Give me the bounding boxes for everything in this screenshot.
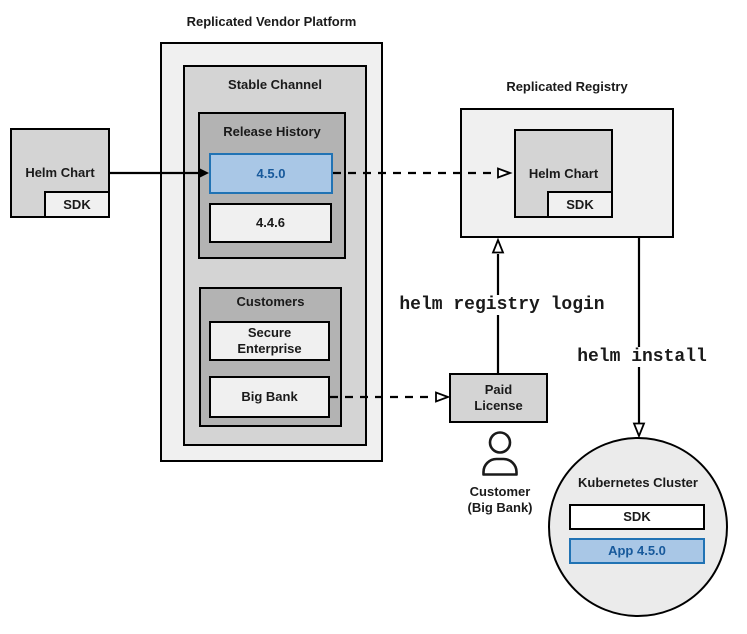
- paid-license-label: Paid License: [474, 382, 523, 413]
- source-sdk-box: SDK: [44, 191, 110, 218]
- open-arrowhead-release-to-registry: [497, 167, 513, 179]
- open-arrowhead-registry-to-cluster: [632, 422, 646, 439]
- customer-big-bank-box: Big Bank: [209, 376, 330, 418]
- customer-org: (Big Bank): [467, 500, 533, 515]
- open-arrowhead-license-to-registry: [491, 237, 505, 254]
- release-4-5-0-box: 4.5.0: [209, 153, 333, 194]
- stable-channel-title: Stable Channel: [228, 77, 322, 92]
- cluster-app-box: App 4.5.0: [569, 538, 705, 564]
- customers-title: Customers: [236, 294, 305, 309]
- release-history-title: Release History: [223, 124, 321, 139]
- arrowhead-source-to-release: [199, 168, 209, 178]
- helm-install-label: helm install: [572, 347, 712, 367]
- cluster-sdk-box: SDK: [569, 504, 705, 530]
- customer-caption: Customer (Big Bank): [445, 484, 555, 516]
- registry-sdk-box: SDK: [547, 191, 613, 218]
- platform-title: Replicated Vendor Platform: [186, 14, 357, 29]
- open-arrowhead-bigbank-to-license: [435, 391, 451, 403]
- registry-title: Replicated Registry: [506, 79, 628, 94]
- release-4-4-6-box: 4.4.6: [209, 203, 332, 243]
- customer-secure-enterprise-label: Secure Enterprise: [237, 325, 302, 356]
- customer-secure-enterprise-box: Secure Enterprise: [209, 321, 330, 361]
- kubernetes-cluster-title: Kubernetes Cluster: [578, 475, 698, 490]
- paid-license-box: Paid License: [449, 373, 548, 423]
- helm-registry-login-label: helm registry login: [397, 295, 607, 315]
- customer-name: Customer: [469, 484, 531, 499]
- person-icon: [482, 431, 518, 476]
